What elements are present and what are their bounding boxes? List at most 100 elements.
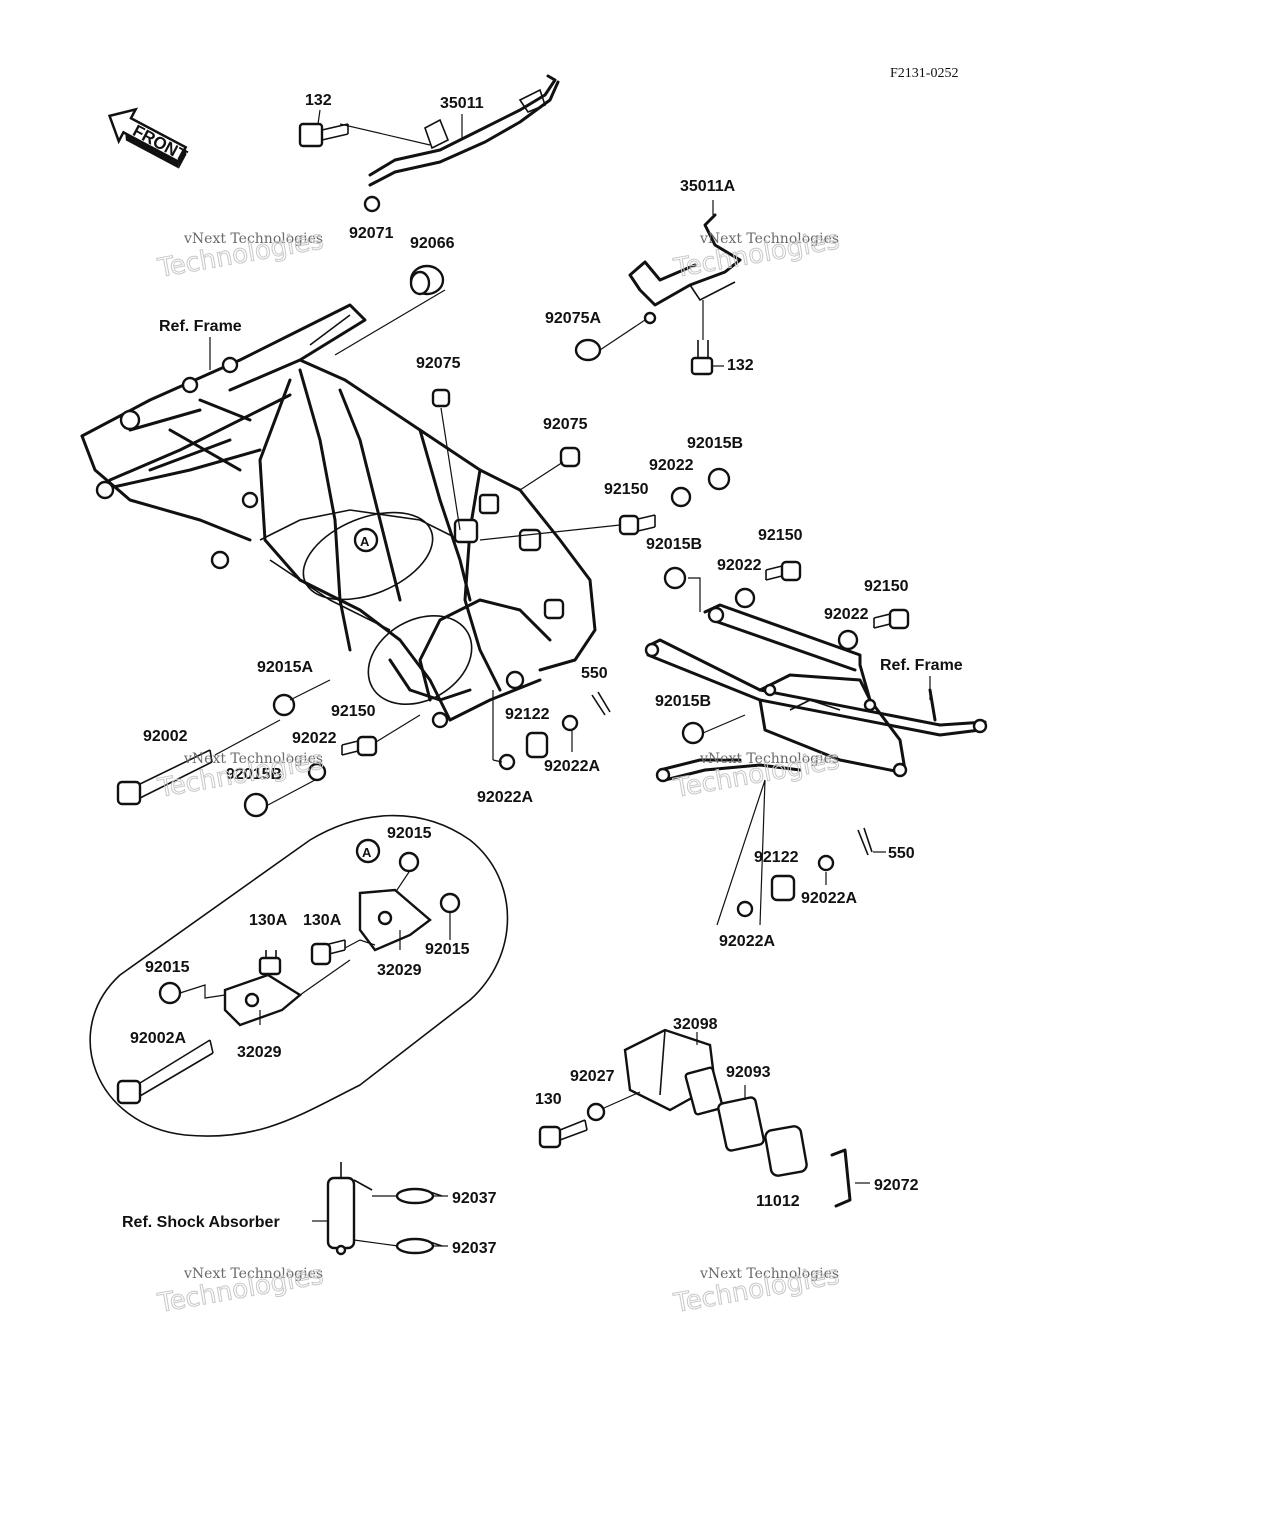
washer-92022A-b <box>498 753 516 771</box>
watermark-small-text: vNext Technologies <box>699 1266 839 1282</box>
main-frame-drawing: A <box>80 303 597 729</box>
watermark-2: vNext Technologies Technologies <box>671 225 843 285</box>
bolt-130A-b <box>258 950 282 976</box>
part-labels: 132 35011 92071 92066 35011A 92075A 132 … <box>130 92 919 1257</box>
collar-92071 <box>363 195 381 213</box>
label-550-b: 550 <box>888 845 915 862</box>
washer-92022-c <box>837 629 859 651</box>
washer-92022A-c <box>817 854 835 872</box>
label-92093: 92093 <box>726 1064 771 1081</box>
damper-92075-a <box>431 388 451 408</box>
label-92122-a: 92122 <box>505 706 550 723</box>
engine-mount-callout: A <box>89 814 509 1137</box>
label-550-a: 550 <box>581 665 608 682</box>
label-92122-b: 92122 <box>754 849 799 866</box>
watermark-small-text: vNext Technologies <box>183 231 323 247</box>
bolt-132-right <box>690 340 714 376</box>
watermark-4: vNext Technologies Technologies <box>671 745 843 805</box>
callout-a-text-2: A <box>362 845 372 860</box>
label-132-top: 132 <box>305 92 332 109</box>
cotter-pin-550-a <box>591 691 611 716</box>
label-92015-c: 92015 <box>145 959 190 976</box>
washer-92022A-d <box>736 900 754 918</box>
label-32029-a: 32029 <box>377 962 422 979</box>
label-92066: 92066 <box>410 235 455 252</box>
label-92022A-d: 92022A <box>719 933 775 950</box>
label-92037-a: 92037 <box>452 1190 497 1207</box>
label-92150-b: 92150 <box>758 527 803 544</box>
label-130A-a: 130A <box>249 912 288 929</box>
label-35011: 35011 <box>440 95 484 112</box>
long-bolt-92002 <box>116 749 213 806</box>
clip-92072 <box>830 1148 852 1208</box>
cap-11012 <box>764 1125 808 1177</box>
label-92022A-c: 92022A <box>801 890 857 907</box>
label-92015B-b: 92015B <box>646 536 702 553</box>
ref-frame-right: Ref. Frame <box>880 657 963 674</box>
bolt-92150-b <box>765 560 802 582</box>
bolt-92150-c <box>873 608 910 630</box>
washer-92022A-a <box>561 714 579 732</box>
label-32098: 32098 <box>673 1016 718 1033</box>
nut-92015B-d <box>243 792 269 818</box>
label-92022-a: 92022 <box>649 457 694 474</box>
shock-reservoir-drawing <box>326 1162 373 1256</box>
damper-92075-b <box>559 446 581 468</box>
label-35011A: 35011A <box>680 178 736 195</box>
ref-shock-absorber: Ref. Shock Absorber <box>122 1214 280 1231</box>
collar-92122-a <box>525 731 549 759</box>
long-bolt-92002A <box>116 1039 214 1105</box>
grommet-92066 <box>409 264 445 296</box>
label-130A-b: 130A <box>303 912 342 929</box>
label-92022A-a: 92022A <box>544 758 600 775</box>
label-92037-b: 92037 <box>452 1240 497 1257</box>
label-92027: 92027 <box>570 1068 615 1085</box>
bolt-132-top <box>298 122 349 148</box>
bolt-92150-a <box>618 514 656 536</box>
watermark-small-text: vNext Technologies <box>699 231 839 247</box>
callout-a-text: A <box>360 534 370 549</box>
gasket-92093 <box>717 1096 765 1152</box>
callout-a-marker <box>353 527 379 553</box>
label-92022-c: 92022 <box>824 606 869 623</box>
label-92150-d: 92150 <box>331 703 376 720</box>
nut-92015-c <box>158 981 182 1005</box>
watermark-small-text: vNext Technologies <box>183 1266 323 1282</box>
label-92150-c: 92150 <box>864 578 909 595</box>
nut-92015B-b <box>663 566 687 590</box>
watermark-6: vNext Technologies Technologies <box>671 1260 843 1320</box>
bolt-130 <box>538 1119 588 1149</box>
label-92075A: 92075A <box>545 310 601 327</box>
label-92022-b: 92022 <box>717 557 762 574</box>
label-92002A: 92002A <box>130 1030 186 1047</box>
bracket-35011-drawing <box>368 74 560 187</box>
label-92075-b: 92075 <box>543 416 588 433</box>
label-92150-a: 92150 <box>604 481 649 498</box>
label-92015-a: 92015 <box>387 825 432 842</box>
nut-92015-a <box>398 851 420 873</box>
label-92022A-b: 92022A <box>477 789 533 806</box>
nut-92015B-c <box>681 721 705 745</box>
nut-92015A <box>272 693 296 717</box>
label-92015-b: 92015 <box>425 941 470 958</box>
watermark-small-text: vNext Technologies <box>699 751 839 767</box>
sub-frame-drawing <box>644 603 988 783</box>
front-arrow-icon: FRONT <box>107 107 191 169</box>
tool-case-32098 <box>623 1028 724 1116</box>
label-130: 130 <box>535 1091 562 1108</box>
label-92022-d: 92022 <box>292 730 337 747</box>
label-132-right: 132 <box>727 357 754 374</box>
washer-92022-a <box>670 486 692 508</box>
bolt-130A-a <box>310 939 346 966</box>
watermark-5: vNext Technologies Technologies <box>155 1260 327 1320</box>
label-92015B-d: 92015B <box>226 766 282 783</box>
label-92071: 92071 <box>349 225 394 242</box>
label-92072: 92072 <box>874 1177 919 1194</box>
nut-92015B-a <box>707 467 731 491</box>
label-92075-a: 92075 <box>416 355 461 372</box>
diagram-code: F2131-0252 <box>890 66 958 81</box>
watermark-3: vNext Technologies Technologies <box>155 745 327 805</box>
label-92015B-a: 92015B <box>687 435 743 452</box>
label-92015B-c: 92015B <box>655 693 711 710</box>
